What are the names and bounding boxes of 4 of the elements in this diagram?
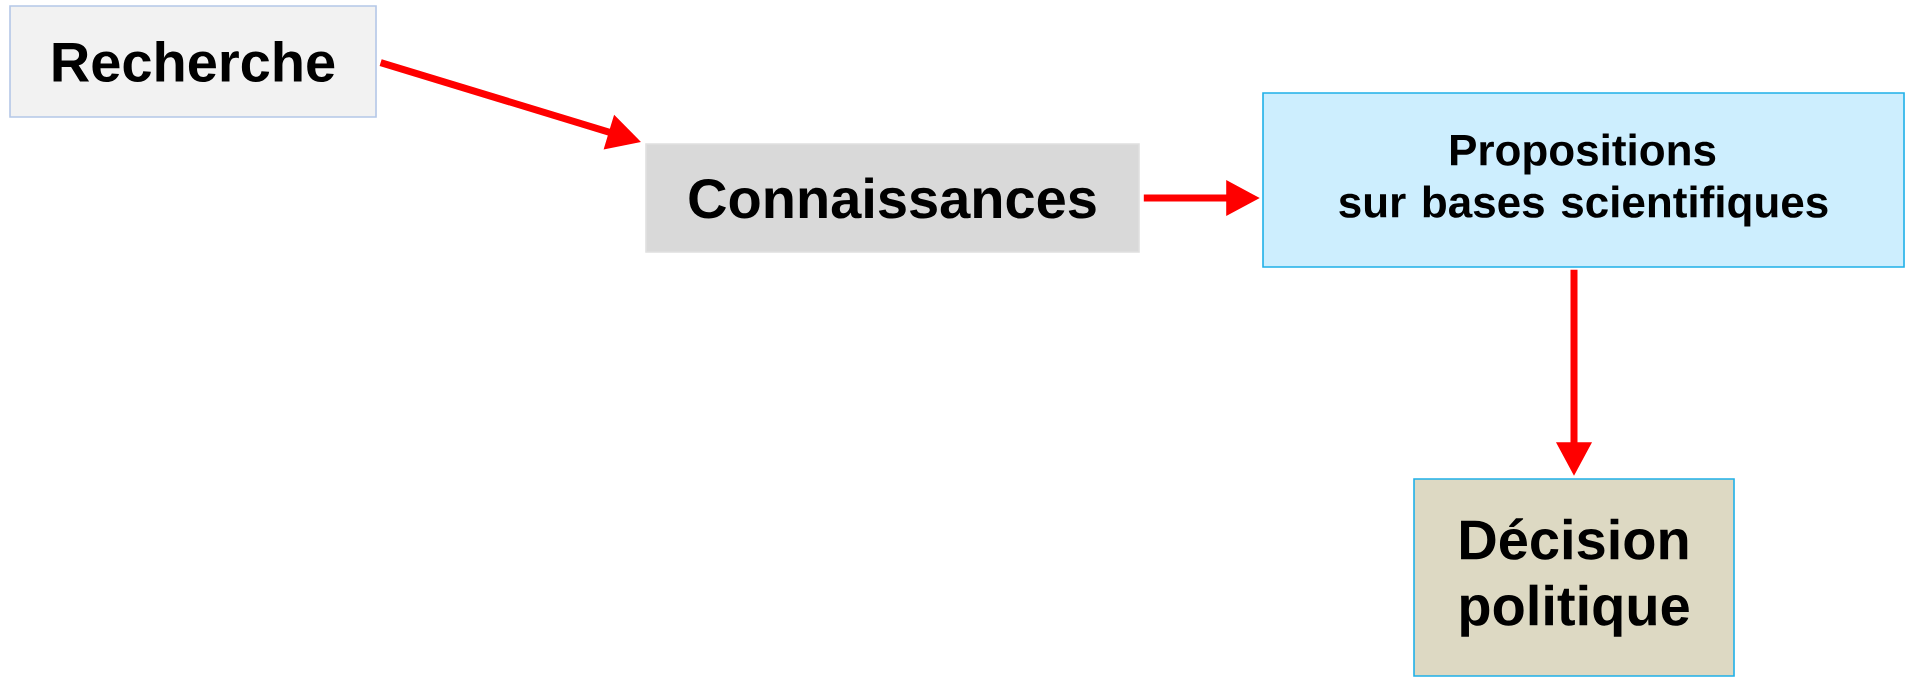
text-box: Recherche — [9, 5, 377, 118]
text-box: Propositions sur bases scientifiques — [1262, 92, 1905, 268]
text-box: Connaissances — [645, 143, 1140, 253]
text-box: Décision politique — [1413, 478, 1735, 677]
